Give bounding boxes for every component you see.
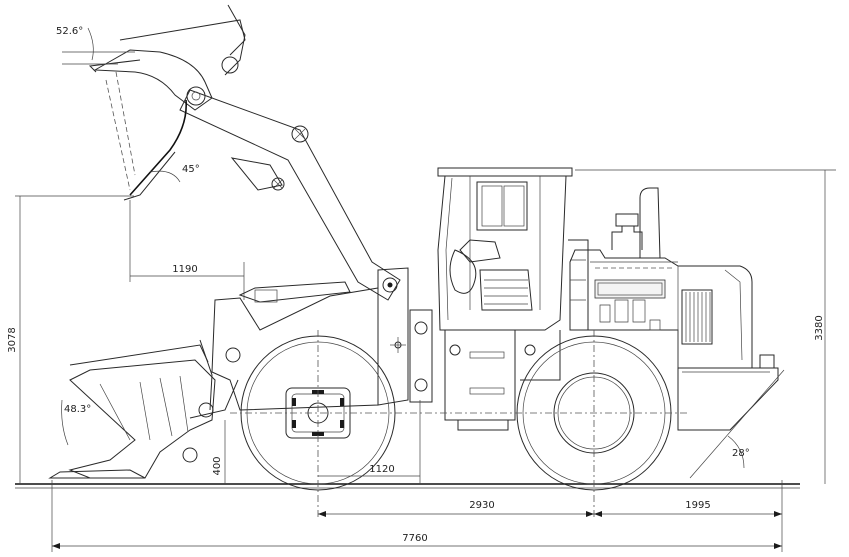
dim-front-axle-offset: 1120 <box>369 464 394 475</box>
angle-rollback-ground: 48.3° <box>64 404 91 415</box>
front-frame <box>211 267 536 431</box>
dim-wheelbase: 2930 <box>469 500 494 511</box>
dim-overall-length: 7760 <box>402 533 427 544</box>
engine-hood <box>520 187 779 431</box>
angle-dump: 45° <box>182 164 200 175</box>
dim-dump-reach: 1190 <box>172 264 197 275</box>
dim-dump-clearance: 3078 <box>7 327 18 352</box>
angle-departure: 28° <box>732 448 750 459</box>
raised-bucket <box>62 4 246 201</box>
operator-cab <box>437 167 589 331</box>
dim-dig-depth: 400 <box>212 456 223 475</box>
lift-arm <box>179 89 401 303</box>
angle-rollback-top: 52.6° <box>56 26 83 37</box>
dim-rear-overhang: 1995 <box>685 500 710 511</box>
ground-bucket <box>48 339 239 479</box>
dim-overall-height: 3380 <box>814 315 825 340</box>
